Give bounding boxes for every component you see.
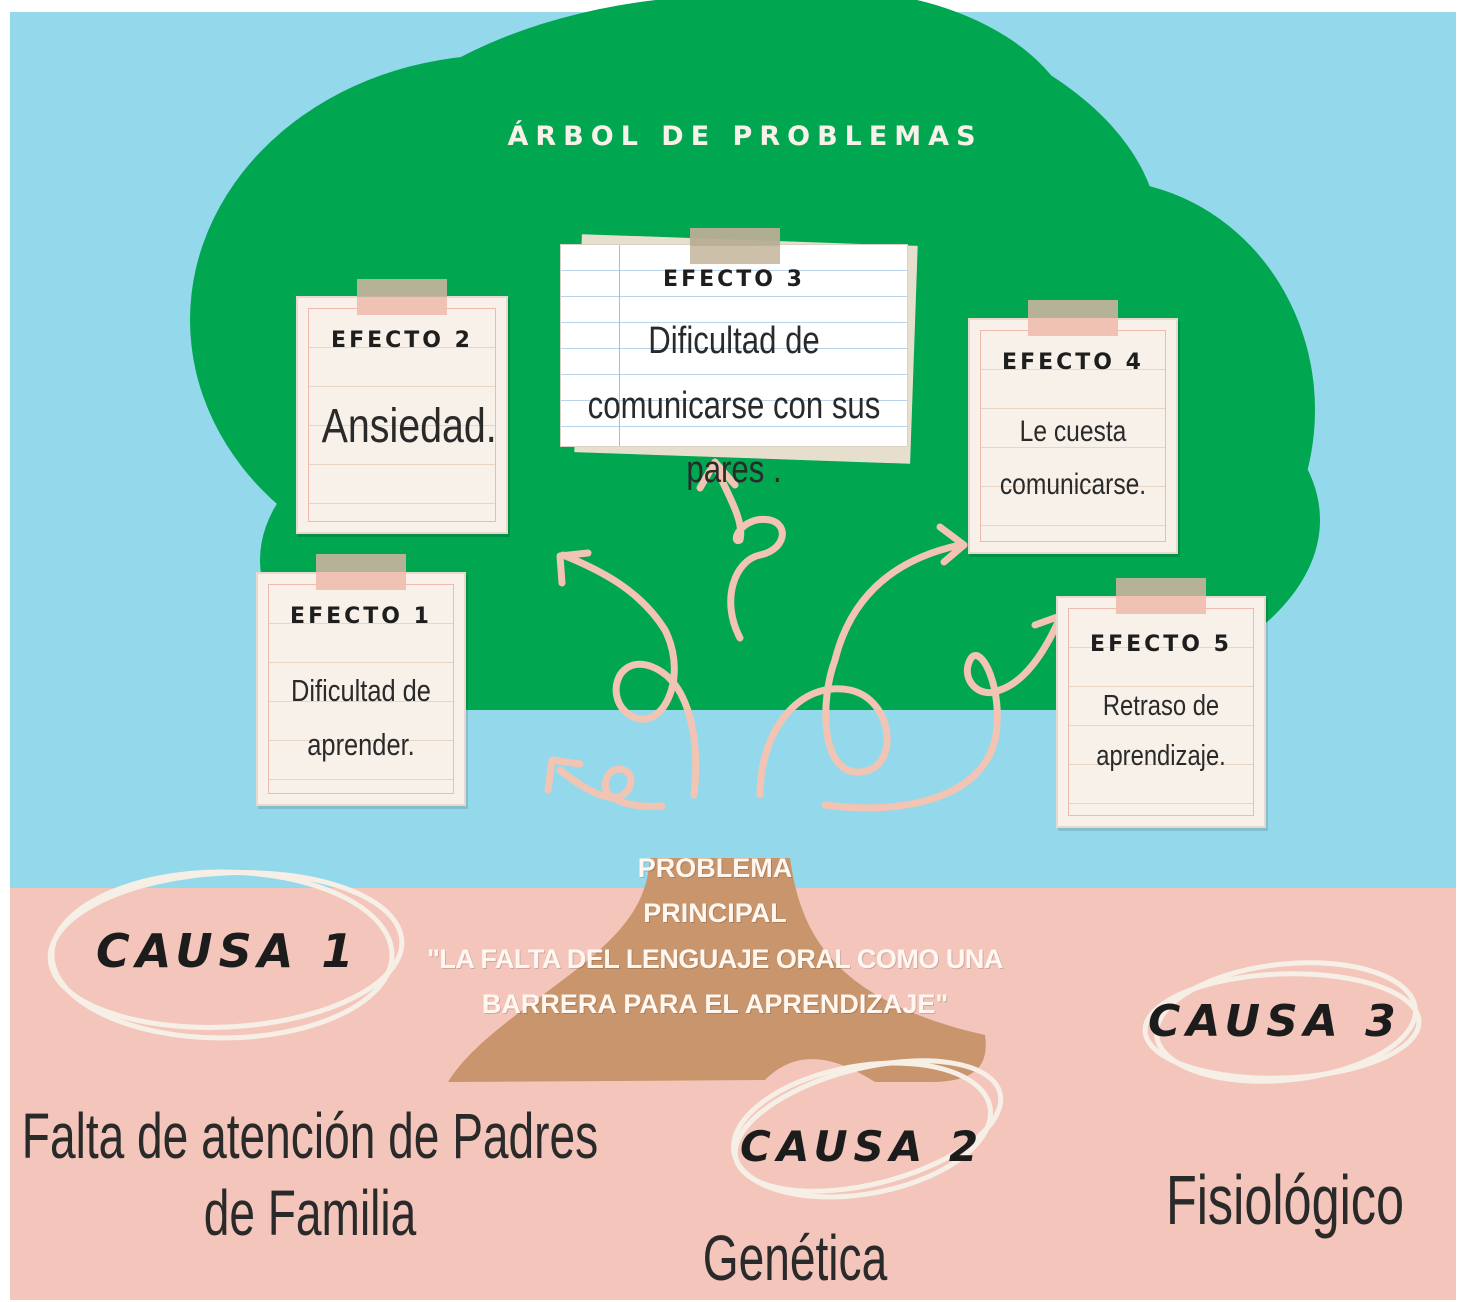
problem-line-4: BARRERA PARA EL APRENDIZAJE" (481, 989, 949, 1020)
arrowhead-efecto-2 (556, 549, 592, 587)
tape (357, 279, 447, 315)
effect-4-label: EFECTO 4 (1002, 350, 1144, 375)
problem-line-1: PROBLEMA (637, 853, 793, 883)
arrow-to-efecto-5 (821, 614, 1064, 812)
arrow-to-efecto-2 (559, 551, 700, 799)
effect-5-label: EFECTO 5 (1090, 632, 1232, 657)
effect-3-label: EFECTO 3 (663, 267, 805, 292)
effect-2-text: Ansiedad. (321, 400, 497, 453)
cause-2-label: CAUSA 2 (740, 1122, 985, 1171)
arrow-to-efecto-3 (711, 461, 786, 642)
effect-1-text: Dificultad de aprender. (291, 673, 431, 763)
cause-3-label: CAUSA 3 (1148, 996, 1402, 1047)
effect-note-1: EFECTO 1 Dificultad de aprender. (256, 572, 466, 806)
problem-line-2: PRINCIPAL (643, 898, 787, 929)
effect-4-text: Le cuesta comunicarse. (999, 415, 1147, 501)
cause-1-text-line-2: de Familia (203, 1176, 417, 1249)
effect-note-3: EFECTO 3 Dificultad de comunicarse con s… (560, 244, 908, 491)
tree-trunk (448, 858, 986, 1082)
problem-line-3: "LA FALTA DEL LENGUAJE ORAL COMO UNA (427, 943, 1003, 974)
cause-3-text: Fisiológico (1165, 1161, 1405, 1239)
tape (690, 228, 780, 264)
circle-causa-1 (47, 869, 405, 1041)
main-problem: PROBLEMA PRINCIPAL "LA FALTA DEL LENGUAJ… (395, 846, 1035, 1027)
cause-1-text-line-1: Falta de atención de Padres (21, 1100, 599, 1172)
note-inner-lines (268, 584, 454, 794)
note-inner-lines (1068, 608, 1254, 816)
tape (316, 554, 406, 590)
tape (1116, 578, 1206, 614)
effect-1-label: EFECTO 1 (290, 604, 432, 629)
note-inner-lines (308, 308, 496, 522)
effect-2-label: EFECTO 2 (331, 328, 473, 353)
arrowhead-efecto-3 (696, 458, 739, 492)
effect-note-5: EFECTO 5 Retraso de aprendizaje. (1056, 596, 1266, 828)
cause-1-label: CAUSA 1 (96, 924, 360, 978)
arrowhead-efecto-1 (544, 756, 584, 794)
diagram-title: ÁRBOL DE PROBLEMAS (507, 121, 983, 152)
arrowhead-efecto-4 (936, 523, 968, 566)
effect-note-2: EFECTO 2 Ansiedad. (296, 296, 508, 534)
arrow-to-efecto-1 (556, 765, 666, 810)
circle-causa-2 (730, 1058, 1004, 1200)
cause-1-text: Falta de atención de Padres de Familia (0, 1098, 619, 1252)
effect-5-text: Retraso de aprendizaje. (1096, 690, 1226, 772)
arrow-to-efecto-4 (756, 541, 964, 799)
circle-causa-3 (1142, 960, 1422, 1084)
cause-2-text: Genética (702, 1222, 888, 1294)
effect-3-text: Dificultad de comunicarse con sus pares … (587, 320, 881, 492)
tape (1028, 300, 1118, 336)
